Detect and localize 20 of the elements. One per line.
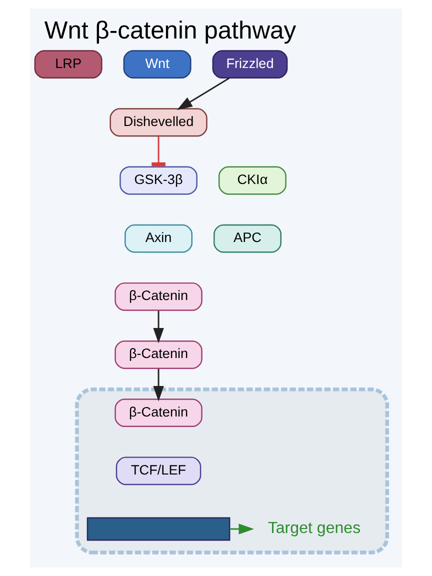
node-box: LRP bbox=[34, 50, 102, 79]
node-box: Wnt bbox=[123, 50, 192, 79]
arrow bbox=[153, 310, 164, 344]
node-box: β-Catenin bbox=[114, 398, 202, 428]
node-box: Axin bbox=[124, 224, 193, 253]
node-box: GSK-3β bbox=[120, 166, 198, 195]
arrow bbox=[230, 524, 254, 534]
connector bbox=[152, 136, 166, 167]
node-box: β-Catenin bbox=[114, 340, 202, 369]
node-box: β-Catenin bbox=[114, 282, 202, 311]
node-box: APC bbox=[214, 224, 282, 253]
node-bar bbox=[86, 517, 230, 541]
node-box: Dishevelled bbox=[110, 108, 208, 137]
arrow bbox=[153, 368, 164, 402]
node-box: TCF/LEF bbox=[116, 456, 202, 486]
node-box: Frizzled bbox=[212, 50, 288, 79]
node-box: CKIα bbox=[218, 166, 286, 195]
arrow bbox=[176, 78, 230, 110]
node-text: Target genes bbox=[268, 519, 361, 538]
diagram-title: Wnt β-catenin pathway bbox=[44, 17, 296, 44]
